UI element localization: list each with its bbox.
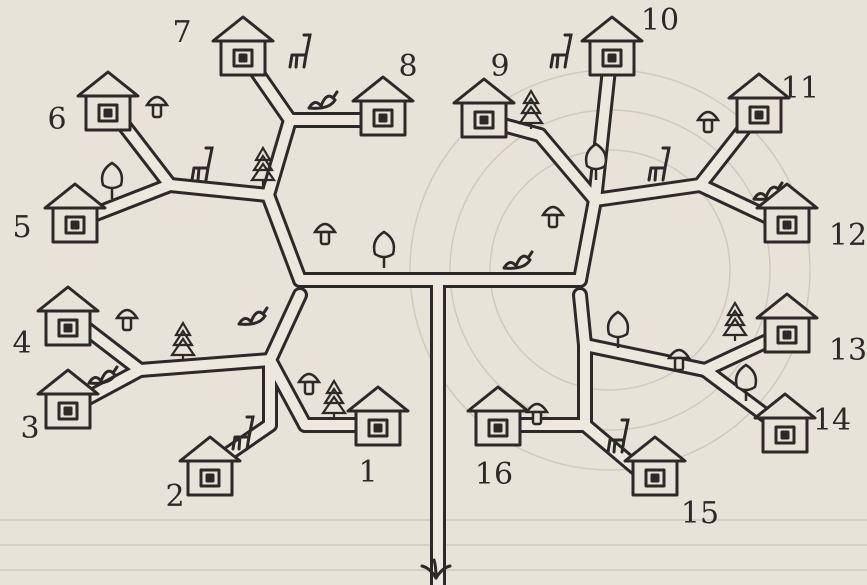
snail-icon xyxy=(309,92,337,108)
corridor-floor xyxy=(268,195,300,280)
house-icon xyxy=(757,184,817,242)
corridor-floor xyxy=(270,295,300,360)
chair-icon xyxy=(649,148,669,180)
mushroom-icon xyxy=(315,224,335,244)
house-icon xyxy=(348,387,408,445)
house-icon xyxy=(454,79,514,137)
house-icon xyxy=(625,437,685,495)
house-label-8: 8 xyxy=(398,49,417,84)
house-icon xyxy=(353,77,413,135)
houses xyxy=(38,17,817,495)
mushroom-icon xyxy=(698,112,718,132)
house-icon xyxy=(78,72,138,130)
tree-icon xyxy=(374,232,394,268)
mushroom-icon xyxy=(543,207,563,227)
fir-tree-icon xyxy=(323,381,345,419)
house-label-4: 4 xyxy=(12,326,31,361)
house-icon xyxy=(468,387,528,445)
chair-icon xyxy=(551,35,571,67)
house-label-7: 7 xyxy=(172,15,191,50)
fir-tree-icon xyxy=(520,91,542,129)
house-label-11: 11 xyxy=(781,71,819,106)
house-icon xyxy=(582,17,642,75)
house-icon xyxy=(755,394,815,452)
mushroom-icon xyxy=(299,374,319,394)
corridor-floor xyxy=(580,295,585,345)
fir-tree-icon xyxy=(252,148,274,186)
house-label-9: 9 xyxy=(490,49,509,84)
house-label-14: 14 xyxy=(813,403,851,438)
house-icon xyxy=(38,370,98,428)
house-label-16: 16 xyxy=(475,457,513,492)
house-label-15: 15 xyxy=(681,496,719,531)
house-icon xyxy=(38,287,98,345)
chair-icon xyxy=(290,35,310,67)
fir-tree-icon xyxy=(724,303,746,341)
house-label-3: 3 xyxy=(20,411,39,446)
house-label-13: 13 xyxy=(829,333,867,368)
chair-icon xyxy=(192,148,212,180)
house-label-12: 12 xyxy=(829,218,867,253)
tree-icon xyxy=(102,163,122,199)
mushroom-icon xyxy=(147,97,167,117)
house-label-10: 10 xyxy=(641,3,679,38)
house-icon xyxy=(213,17,273,75)
mushroom-icon xyxy=(117,310,137,330)
house-label-6: 6 xyxy=(47,102,66,137)
house-label-1: 1 xyxy=(358,455,377,490)
house-label-5: 5 xyxy=(12,210,31,245)
house-icon xyxy=(45,184,105,242)
snail-icon xyxy=(239,308,267,324)
snail-icon xyxy=(504,252,532,268)
house-label-2: 2 xyxy=(165,479,184,514)
fir-tree-icon xyxy=(172,323,194,361)
